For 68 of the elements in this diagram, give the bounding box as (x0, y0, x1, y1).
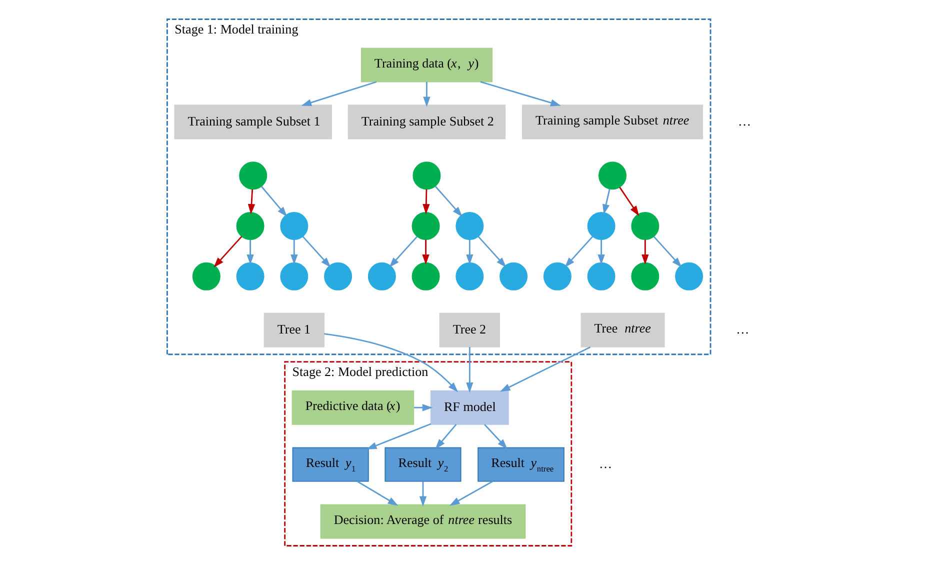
label: … (598, 456, 612, 471)
node-circle (587, 262, 616, 290)
arrow (422, 240, 430, 265)
node-circle (368, 262, 396, 290)
node-circle (280, 212, 308, 240)
node-circle (543, 262, 572, 290)
arrow (324, 333, 458, 392)
node-circle (236, 262, 264, 290)
arrow (301, 81, 377, 106)
arrow (602, 188, 610, 215)
arrow (598, 240, 605, 265)
node-circle (598, 162, 626, 190)
arrow (366, 423, 432, 450)
node-box: Training sample Subset ntree (522, 104, 704, 140)
node-box: Training sample Subset 2 (348, 104, 506, 140)
node-box: Result y$_{1}$ (292, 447, 369, 482)
node-circle (236, 212, 264, 240)
label: … (736, 322, 750, 337)
node-box: Predictive data (x) (292, 390, 414, 425)
node-box: Training data (x, y) (360, 48, 493, 82)
arrow (619, 186, 640, 216)
node-circle (631, 212, 660, 240)
arrow (214, 236, 242, 268)
node-circle (456, 212, 484, 240)
node-box: Result y$_{2}$ (384, 447, 462, 482)
node-circle (324, 262, 352, 290)
node-circle (239, 162, 268, 190)
node-circle (631, 262, 660, 290)
arrow (478, 236, 506, 268)
label: … (738, 113, 752, 128)
arrow (642, 240, 649, 265)
node-circle (500, 262, 528, 290)
node-box: Tree ntree (580, 312, 665, 348)
arrow (466, 347, 474, 393)
arrow (423, 82, 430, 108)
arrow (414, 404, 433, 412)
node-box: RF model (430, 390, 509, 425)
node-circle (675, 262, 704, 290)
arrow (248, 189, 256, 214)
node-box: Decision: Average of ntree results (320, 504, 526, 539)
arrow (434, 186, 462, 217)
arrow (389, 236, 418, 268)
node-box: Tree 2 (439, 312, 500, 348)
node-circle (280, 262, 308, 290)
node-circle (412, 162, 441, 190)
node-circle (456, 262, 484, 290)
arrow (653, 236, 682, 268)
arrow (449, 480, 493, 506)
node-circle (587, 212, 616, 240)
arrow (564, 236, 594, 268)
arrow (302, 236, 331, 268)
node-box: Training sample Subset 1 (174, 104, 332, 140)
arrow (435, 424, 457, 450)
node-circle (412, 262, 440, 290)
arrow (260, 186, 288, 217)
arrow (484, 424, 508, 450)
arrow (419, 481, 427, 507)
arrow (480, 81, 561, 106)
arrow (500, 346, 591, 392)
arrow (422, 189, 430, 214)
arrow (356, 480, 398, 506)
node-box: Tree 1 (264, 312, 324, 348)
node-box: Result y$_{ntree}$ (478, 447, 564, 482)
arrow (246, 240, 254, 265)
node-circle (192, 262, 220, 290)
arrow (466, 240, 474, 265)
node-circle (412, 212, 440, 240)
arrow (290, 240, 298, 265)
